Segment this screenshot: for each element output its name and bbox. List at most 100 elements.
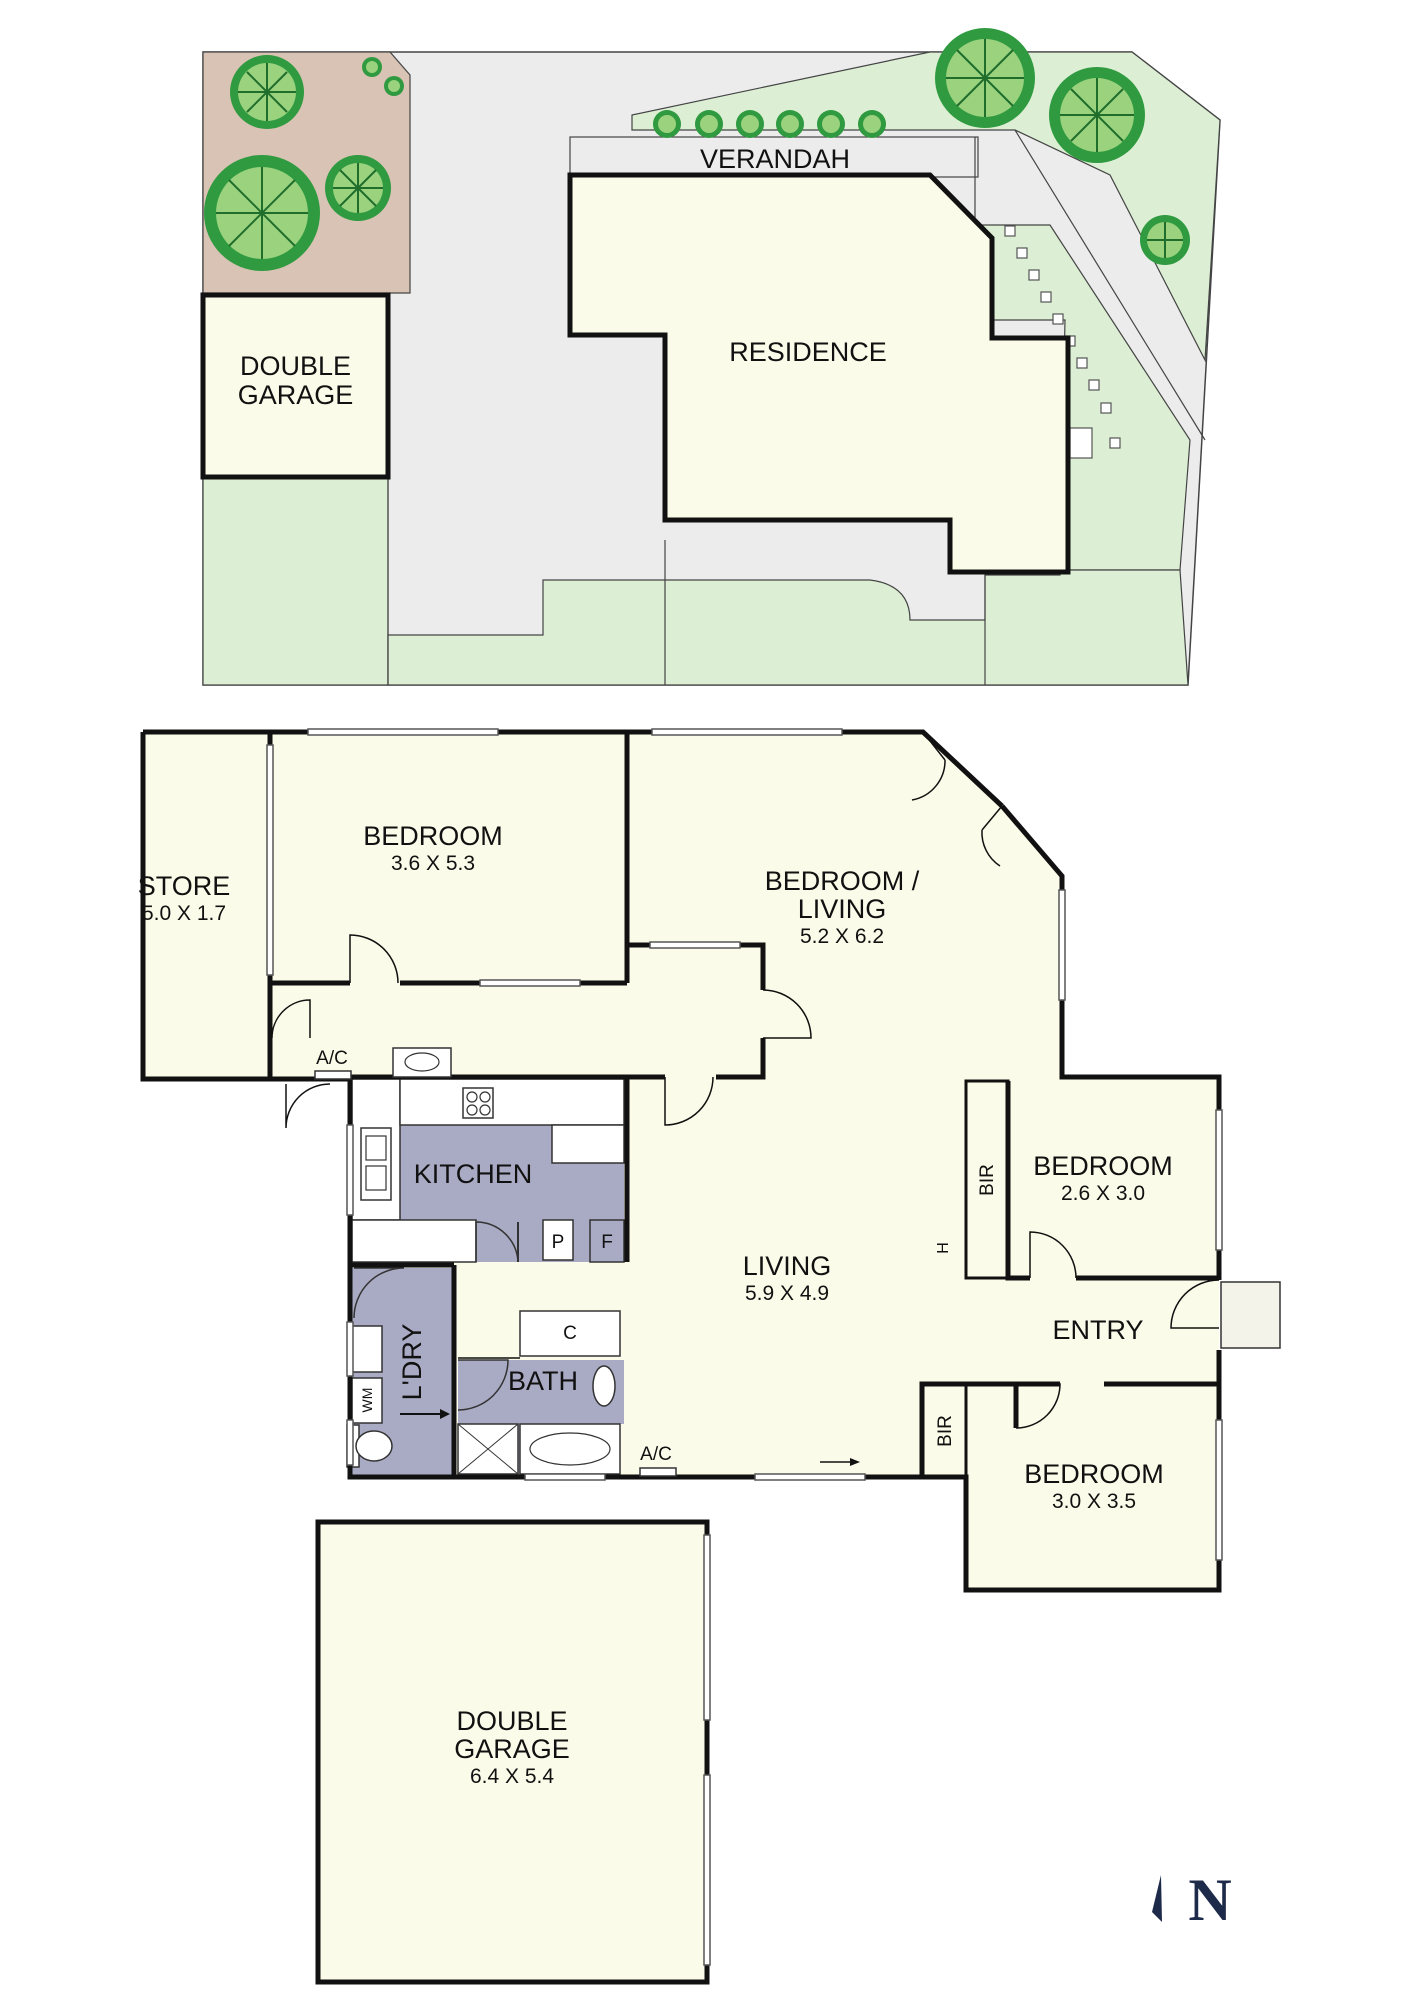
cupboard-label: C — [563, 1323, 577, 1344]
garage-door — [703, 1534, 711, 1721]
wall-bedroom-east — [1005, 1081, 1030, 1281]
washing-machine-label: WM — [359, 1388, 375, 1413]
ac-unit-north — [314, 1070, 352, 1080]
tree-icon — [1140, 215, 1190, 265]
bir-label-southeast: BIR — [935, 1415, 956, 1447]
living-dimensions: 5.9 X 4.9 — [745, 1282, 829, 1305]
door-bedroom — [349, 934, 399, 984]
window — [479, 979, 581, 987]
residence-label: RESIDENCE — [729, 337, 887, 367]
window — [346, 1419, 354, 1466]
door-bedroom-se — [1015, 1383, 1061, 1429]
tree-icon — [384, 76, 404, 96]
site-garage-outline — [200, 292, 391, 480]
window — [524, 1473, 606, 1481]
pantry-cupboard — [542, 1219, 574, 1261]
heater-label: H — [935, 1242, 952, 1254]
window — [649, 941, 741, 949]
garage-door — [703, 1774, 711, 1966]
bedroom-living-name-line1: BEDROOM / — [765, 866, 920, 896]
lawn-south — [387, 569, 1189, 686]
window — [266, 744, 274, 976]
bedroom-se-name: BEDROOM — [1024, 1459, 1164, 1489]
verandah-area — [569, 136, 979, 178]
pantry-label: P — [552, 1232, 565, 1253]
window — [307, 728, 499, 736]
door-store — [271, 999, 311, 1039]
french-door-right — [981, 805, 1003, 867]
french-door-left — [911, 731, 946, 801]
entry-name: ENTRY — [1052, 1315, 1143, 1345]
ac-unit-south — [639, 1467, 677, 1477]
north-arrow-icon: N — [1152, 1867, 1232, 1933]
cooktop-icon — [462, 1087, 494, 1119]
lawn-southwest — [202, 476, 389, 686]
tree-icon — [362, 57, 382, 77]
kitchen-name: KITCHEN — [414, 1159, 533, 1189]
tree-icon — [325, 155, 391, 221]
store-dimensions: 5.0 X 1.7 — [142, 902, 226, 925]
ac-label-north: A/C — [316, 1048, 348, 1069]
residence-outline — [567, 172, 1071, 575]
hallway-basin — [392, 1047, 452, 1078]
north-label: N — [1188, 1867, 1231, 1933]
wall-bedroom-se — [919, 1381, 1019, 1477]
window — [651, 728, 843, 736]
window — [1215, 1109, 1223, 1251]
wall-outer — [140, 732, 1222, 1593]
bedroom-east-dimensions: 2.6 X 3.0 — [1061, 1182, 1145, 1205]
fridge-label: F — [601, 1232, 613, 1253]
laundry-tub — [351, 1325, 383, 1373]
bath-door-swing — [457, 1359, 509, 1411]
door-living-hall — [762, 989, 812, 1039]
garage-dimensions: 6.4 X 5.4 — [470, 1765, 554, 1788]
window — [754, 1473, 866, 1481]
window — [1215, 1419, 1223, 1561]
hedge-shrubs — [653, 110, 886, 138]
bir-label-east: BIR — [977, 1164, 998, 1196]
door-entry — [1170, 1279, 1220, 1329]
hallway-basin-bowl — [404, 1052, 440, 1072]
store-name: STORE — [138, 871, 231, 901]
living-name: LIVING — [743, 1251, 832, 1281]
door-bedroom-east — [1029, 1231, 1077, 1279]
bedroom-living-name-line2: LIVING — [798, 894, 887, 924]
tree-icon — [935, 28, 1035, 128]
tree-icon — [1049, 67, 1145, 163]
door-back — [285, 1083, 331, 1129]
site-plan: VERANDAH RESIDENCE DOUBLE GARAGE — [200, 28, 1221, 686]
kitchen-sink-icon — [360, 1127, 392, 1201]
bath-cupboard — [519, 1310, 621, 1357]
site-garage-label-box: DOUBLE GARAGE — [237, 352, 354, 410]
wall-hall — [716, 1038, 766, 1080]
tree-icon — [230, 55, 304, 129]
garage-name-line1: DOUBLE — [456, 1706, 567, 1736]
paving-line — [1014, 129, 1206, 441]
door-living-kitchen — [664, 1076, 714, 1126]
kitchen-island-lower — [351, 1219, 477, 1263]
tree-icon — [204, 155, 320, 271]
window — [346, 1124, 354, 1216]
garage-name-line2: GARAGE — [454, 1734, 570, 1764]
site-garage-label: DOUBLE GARAGE — [237, 352, 354, 410]
garage-outline — [315, 1519, 710, 1985]
kitchen-bench-top — [399, 1078, 625, 1126]
bathtub — [519, 1423, 621, 1475]
bir-cupboard-east — [964, 1079, 1010, 1280]
arrow-head — [850, 1458, 860, 1466]
floor-plan-layout: STORE 5.0 X 1.7 BEDROOM 3.6 X 5.3 BEDROO… — [138, 728, 1281, 1985]
ac-label-south: A/C — [640, 1444, 672, 1465]
bedroom-east-name: BEDROOM — [1033, 1151, 1173, 1181]
laundry-door-swing — [353, 1267, 405, 1319]
verandah-label: VERANDAH — [700, 144, 850, 174]
bathtub-basin — [529, 1432, 611, 1466]
shower-lines — [457, 1423, 519, 1475]
arrow-head — [440, 1409, 450, 1419]
bath-name: BATH — [508, 1366, 578, 1396]
kitchen-bench-right — [551, 1124, 625, 1164]
bedroom-se-dimensions: 3.0 X 3.5 — [1052, 1490, 1136, 1513]
window — [1058, 889, 1066, 1001]
bedroom-nw-dimensions: 3.6 X 5.3 — [391, 852, 475, 875]
entry-porch — [1220, 1281, 1281, 1349]
